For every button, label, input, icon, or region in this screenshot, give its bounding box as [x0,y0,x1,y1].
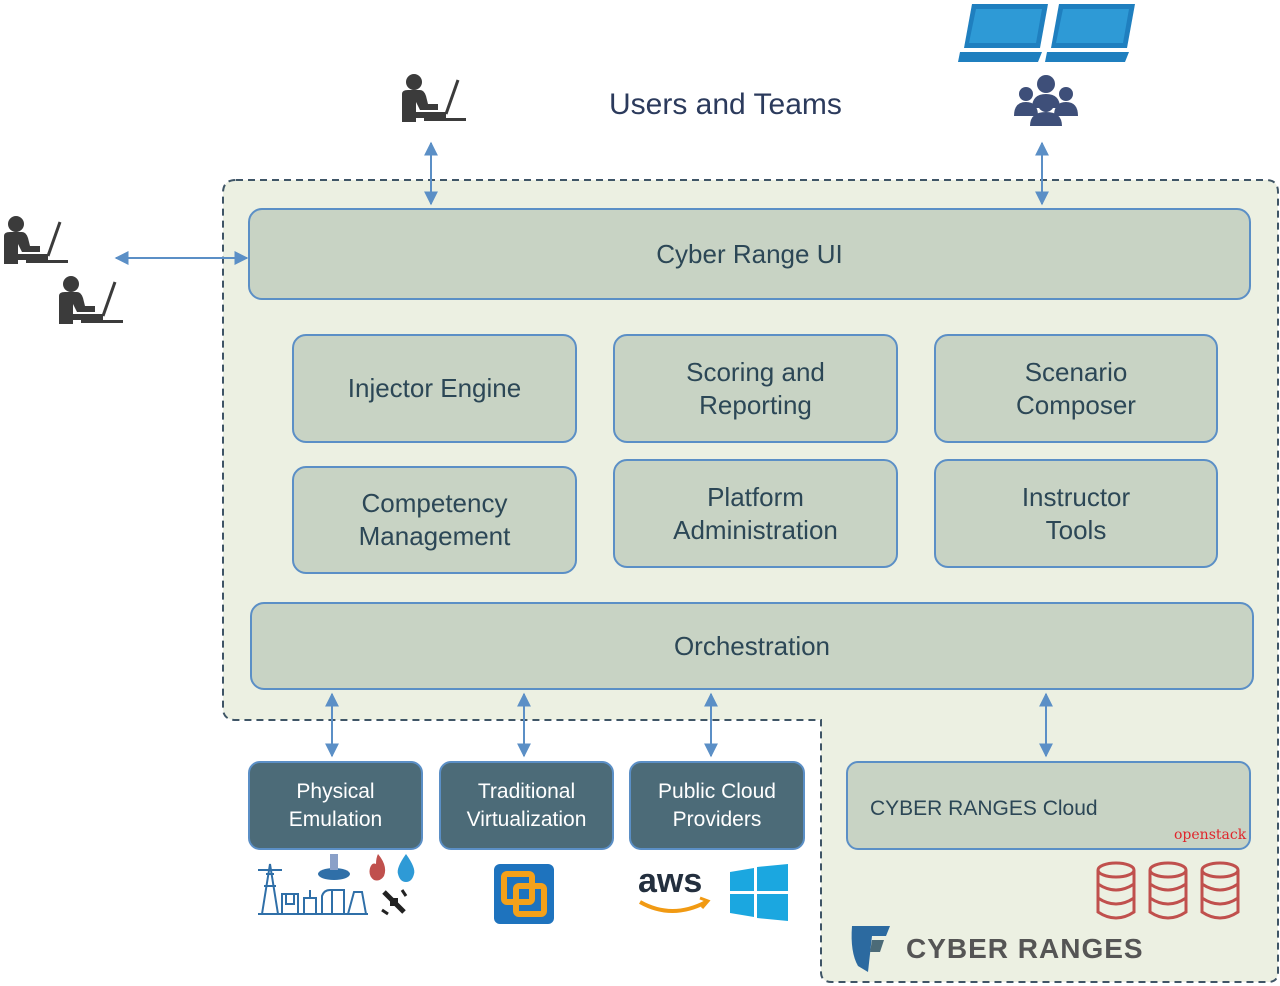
satellite-icon [381,889,408,916]
cloud-label: CYBER RANGES Cloud [870,797,1098,820]
brand-name: CYBER RANGES [906,933,1144,964]
cyber-range-ui-box: Cyber Range UI [248,208,1251,300]
openstack-label: openstack [1174,827,1247,843]
water-drop-icon [397,854,415,882]
module-scenario-composer: Scenario Composer [934,334,1218,443]
user-at-laptop-icon [400,72,468,124]
backend-traditional-virtualization: Traditional Virtualization [439,761,614,850]
windows-icon [730,864,788,921]
module-competency-management: Competency Management [292,466,577,574]
orchestration-box: Orchestration [250,602,1254,690]
module-scoring-reporting: Scoring and Reporting [613,334,898,443]
satellite-dish-icon [318,854,350,880]
user-at-laptop-icon [2,214,70,266]
module-injector-engine: Injector Engine [292,334,577,443]
aws-icon [639,896,711,913]
page-title: Users and Teams [609,88,842,121]
laptop-icon [958,4,1048,62]
vmware-icon [494,864,554,924]
fire-icon [369,854,386,881]
aws-label: aws [638,862,703,900]
team-icon [1014,75,1078,126]
backend-physical-emulation: Physical Emulation [248,761,423,850]
laptop-icon [1045,4,1135,62]
backend-public-cloud-providers: Public Cloud Providers [629,761,805,850]
power-grid-icon [258,863,368,915]
cyber-ranges-cloud-box: CYBER RANGES Cloud openstack [846,761,1251,850]
cyber-ranges-logo-icon [851,926,890,972]
user-at-laptop-icon [57,274,125,326]
module-instructor-tools: Instructor Tools [934,459,1218,568]
module-platform-administration: Platform Administration [613,459,898,568]
